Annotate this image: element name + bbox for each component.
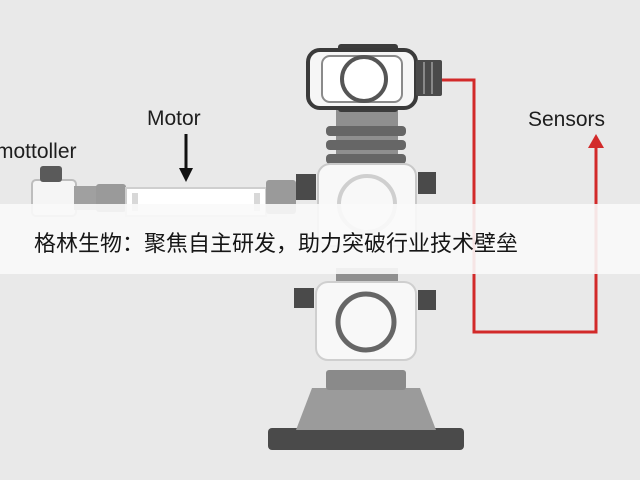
sensors-label: Sensors bbox=[528, 108, 606, 131]
motor-arrow bbox=[179, 134, 193, 182]
caption-text: 格林生物：聚焦自主研发，助力突破行业技术壁垒 bbox=[34, 232, 519, 257]
robot-base bbox=[268, 370, 464, 450]
caption-banner bbox=[0, 204, 640, 274]
motor-label: Motor bbox=[147, 107, 201, 130]
sensor-head-top bbox=[306, 44, 442, 112]
controller-label: mottoller bbox=[0, 140, 77, 163]
joint-module-lower bbox=[294, 281, 436, 361]
